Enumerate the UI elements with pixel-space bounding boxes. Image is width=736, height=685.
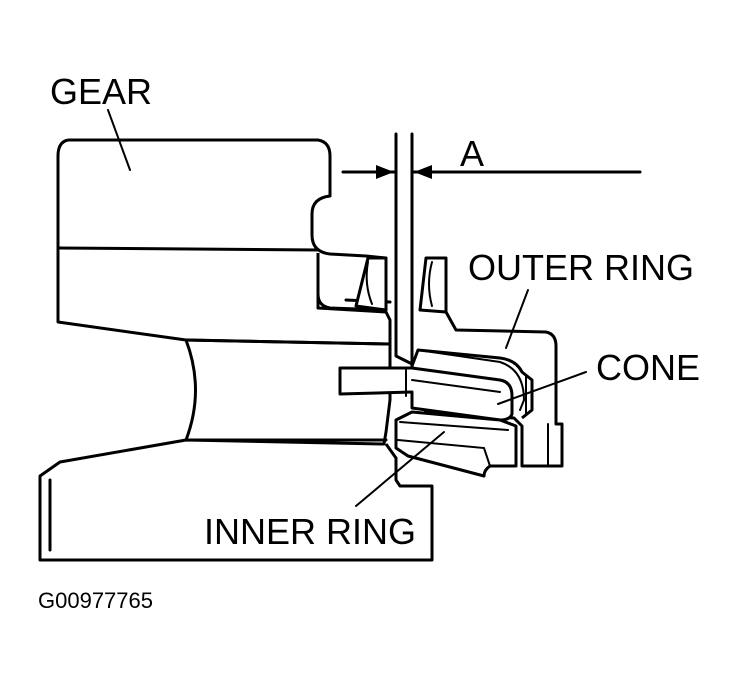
outer-ring-teeth xyxy=(354,256,448,314)
inner-ring-label: INNER RING xyxy=(204,511,416,552)
gear-label: GEAR xyxy=(50,71,152,112)
leader-lines xyxy=(107,109,587,507)
dimension-a-arrows xyxy=(341,165,642,179)
cone-leader xyxy=(497,371,587,405)
outer-ring-label: OUTER RING xyxy=(468,247,694,288)
figure-id: G00977765 xyxy=(38,588,153,613)
gear-body xyxy=(38,138,434,562)
shaft-lines xyxy=(394,132,414,382)
outer-ring-leader xyxy=(505,289,529,349)
cone-label: CONE xyxy=(596,347,700,388)
inner-ring-leader xyxy=(355,431,445,507)
inner-ring xyxy=(394,410,518,478)
dimension-a-label: A xyxy=(460,133,484,174)
gear-leader xyxy=(107,109,131,171)
